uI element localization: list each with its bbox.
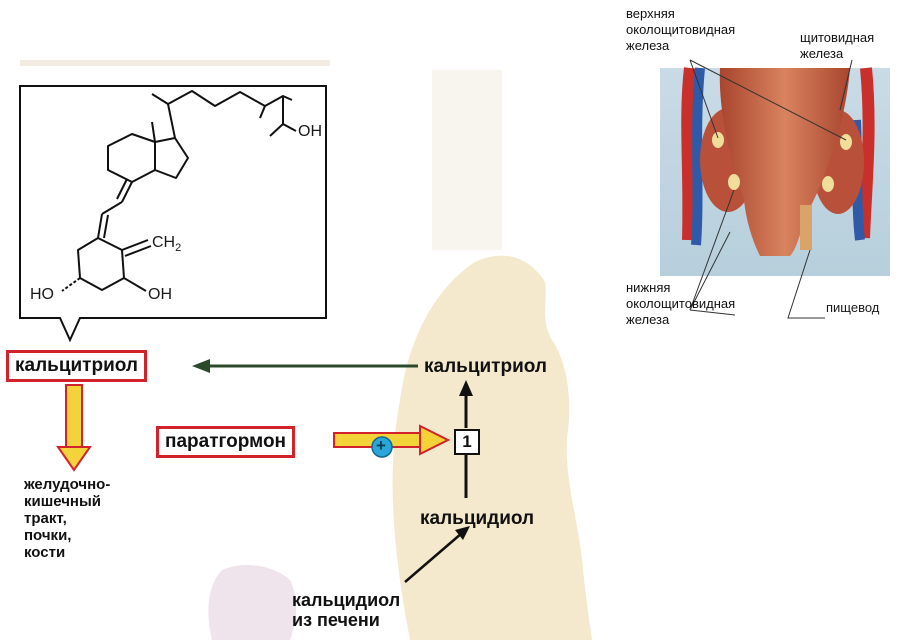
- target-line-2: кишечный: [24, 493, 101, 510]
- liver-fragment: [208, 565, 297, 640]
- oh-chain-label: OH: [298, 123, 322, 140]
- kidney-calcidiol-label: кальцидиол: [420, 508, 535, 529]
- liver-line-1: кальцидиол: [292, 590, 401, 610]
- esophagus-label: пищевод: [826, 300, 880, 315]
- upper-line-2: околощитовидная: [626, 22, 736, 37]
- arrow-liver-to-calcidiol: [404, 532, 463, 583]
- lower-line-3: железа: [626, 312, 670, 327]
- parathyroid-upper-left: [712, 132, 724, 148]
- ch2-main: CH: [152, 234, 176, 251]
- larynx: [719, 68, 850, 256]
- ch2-subscript: 2: [175, 242, 182, 255]
- parathormone-box: паратгормон: [156, 426, 296, 458]
- calcitriol-box: кальцитриол: [6, 350, 147, 382]
- esophagus-tube: [800, 205, 812, 250]
- top-faint-strip: [20, 60, 330, 66]
- lower-line-1: нижняя: [626, 280, 671, 295]
- ch2-label: CH2: [152, 234, 181, 257]
- target-line-4: почки,: [24, 527, 72, 544]
- arrowhead-calcitriol-box: [192, 359, 210, 373]
- upper-line-1: верхняя: [626, 6, 675, 21]
- plus-circle: [371, 436, 393, 458]
- step-1-box: 1: [454, 429, 480, 455]
- calcitriol-structure: [61, 90, 297, 292]
- target-organs-label: желудочно- кишечный тракт, почки, кости: [24, 476, 110, 561]
- right-artery: [858, 67, 875, 239]
- thyroid-label: щитовидная железа: [800, 30, 874, 62]
- target-line-1: желудочно-: [24, 476, 111, 493]
- calcidiol-from-liver-label: кальцидиол из печени: [292, 590, 400, 630]
- kidney-shape: [392, 255, 592, 640]
- upper-line-3: железа: [626, 38, 670, 53]
- thyroid-line-2: железа: [800, 46, 844, 61]
- parathyroid-upper-right: [840, 134, 852, 150]
- leader-lines: [689, 59, 853, 319]
- faint-column: [432, 70, 502, 250]
- arrowhead-up-calcitriol: [459, 380, 473, 396]
- thyroid-line-1: щитовидная: [800, 30, 875, 45]
- callout-border: [19, 85, 327, 343]
- oh-ring-label: OH: [148, 286, 172, 303]
- yellow-arrow-right-head: [419, 424, 451, 456]
- lower-line-2: околощитовидная: [626, 296, 736, 311]
- plus-symbol: +: [376, 436, 386, 455]
- target-line-5: кости: [24, 544, 66, 561]
- left-artery: [681, 67, 696, 241]
- target-line-3: тракт,: [24, 510, 67, 527]
- left-vein: [691, 67, 705, 246]
- liver-line-2: из печени: [292, 610, 380, 630]
- parathyroid-lower-right: [822, 176, 834, 192]
- yellow-arrow-down-head: [56, 446, 92, 472]
- lower-parathyroid-label: нижняя околощитовидная железа: [626, 280, 735, 328]
- parathyroid-lower-left: [728, 174, 740, 190]
- arrowhead-liver-to-calcidiol: [455, 526, 470, 540]
- kidney-calcitriol-label: кальцитриол: [424, 356, 547, 377]
- upper-parathyroid-label: верхняя околощитовидная железа: [626, 6, 735, 54]
- ho-ring-label: HO: [30, 286, 54, 303]
